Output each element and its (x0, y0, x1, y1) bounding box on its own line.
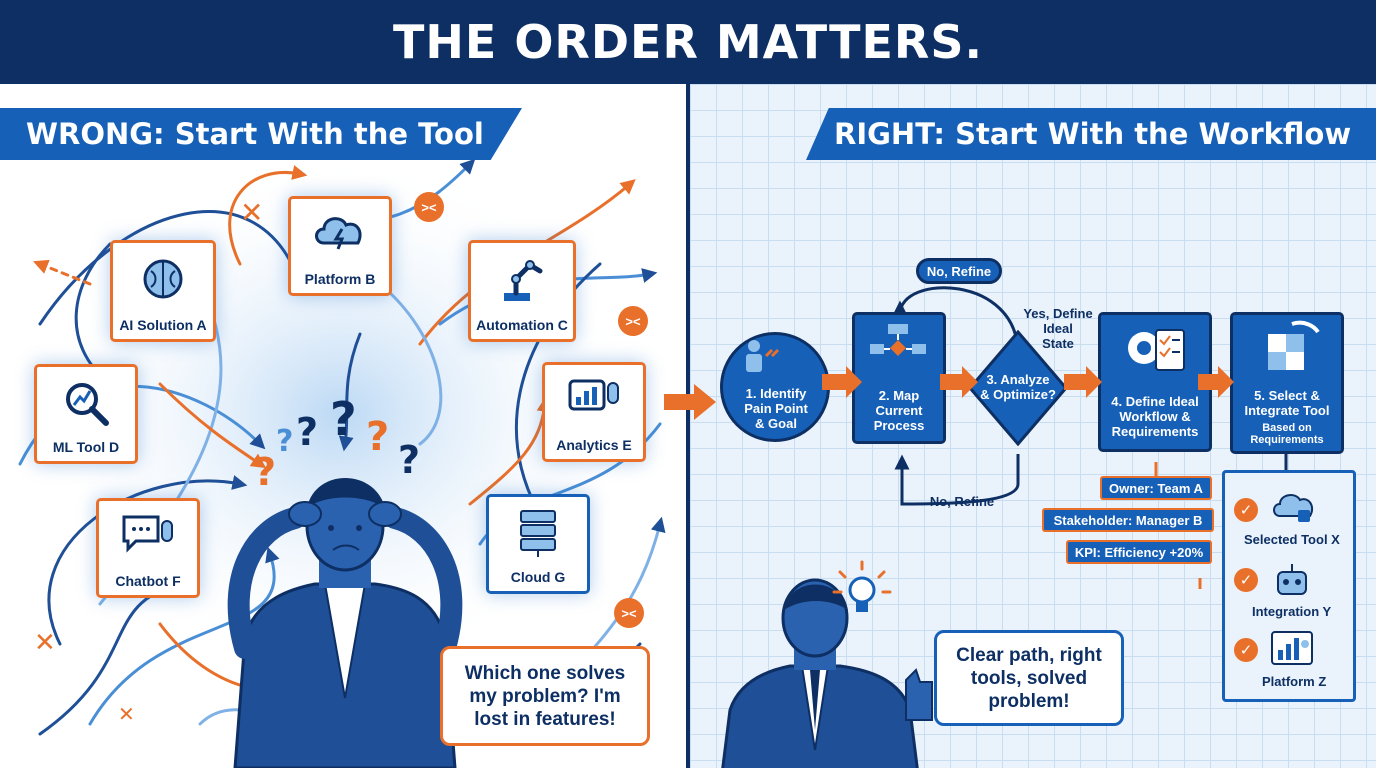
step-line: Pain Point (744, 401, 808, 416)
yes-line: Ideal (1043, 321, 1073, 336)
step-line: Current (875, 403, 923, 418)
wrong-speech-bubble: Which one solves my problem? I'm lost in… (440, 646, 650, 746)
bubble-line: Which one solves (464, 662, 626, 684)
platform-label: Platform Z (1262, 674, 1327, 689)
x-mark: ✕ (118, 702, 135, 726)
flowchart-icon (870, 324, 926, 356)
title-bar: THE ORDER MATTERS. (0, 0, 1376, 84)
cloud-database-icon (1273, 494, 1314, 522)
frown-face-icon: >< (414, 192, 444, 222)
tool-label: Analytics E (556, 437, 632, 453)
puzzle-hand-icon (1268, 320, 1320, 370)
bubble-line: Clear path, right (956, 644, 1102, 666)
transition-arrow (664, 384, 716, 420)
tool-box-platform: Platform B (288, 196, 392, 296)
step-line: 5. Select & (1254, 388, 1320, 403)
dashboard-icon (1271, 631, 1313, 665)
step-line: Workflow & (1119, 409, 1191, 424)
tag-stakeholder: Stakeholder: Manager B (1042, 508, 1214, 532)
tool-box-chatbot: Chatbot F (96, 498, 200, 598)
step-define-text: 4. Define Ideal Workflow & Requirements (1098, 394, 1212, 439)
step-subline: Based on (1262, 422, 1312, 434)
step-identify (720, 332, 830, 442)
right-banner: RIGHT: Start With the Workflow (806, 108, 1376, 160)
step-line: & Goal (755, 416, 797, 431)
step-line: 1. Identify (745, 386, 807, 401)
page-title: THE ORDER MATTERS. (393, 15, 983, 69)
wrong-banner-text: WRONG: Start With the Tool (26, 117, 484, 151)
panel-divider (686, 84, 690, 768)
wrong-banner: WRONG: Start With the Tool (0, 108, 522, 160)
step-analyze-diamond (968, 330, 1068, 446)
check-icon: ✓ (1234, 568, 1258, 592)
right-banner-text: RIGHT: Start With the Workflow (834, 117, 1352, 151)
step-line: Requirements (1111, 424, 1199, 439)
question-mark: ? (254, 450, 277, 494)
loop-text: No, Refine (926, 263, 992, 279)
lightbulb-icon (832, 560, 892, 612)
frown-face-icon: >< (614, 598, 644, 628)
person-icon (746, 340, 780, 372)
yes-label: Yes, Define Ideal State (1010, 306, 1106, 351)
question-mark: ? (330, 392, 357, 446)
confident-person (721, 578, 933, 768)
tool-label: Cloud G (510, 569, 566, 585)
step-line: & Optimize? (980, 387, 1056, 402)
question-mark: ? (366, 414, 390, 460)
brain-icon (143, 259, 183, 299)
tool-box-cloud: Cloud G (486, 494, 590, 594)
tool-label: Chatbot F (115, 573, 181, 589)
question-mark: ? (398, 438, 421, 482)
tool-box-ai-solution: AI Solution A (110, 240, 216, 342)
step-select (1230, 312, 1344, 454)
step-select-text: 5. Select & Integrate Tool Based on Requ… (1230, 388, 1344, 446)
bubble-line: lost in features! (474, 708, 616, 730)
chart-mic-icon (568, 379, 619, 411)
robot-arm-icon (504, 260, 543, 301)
bubble-line: problem! (988, 690, 1070, 712)
step-line: 4. Define Ideal (1111, 394, 1199, 409)
tag-owner: Owner: Team A (1100, 476, 1212, 500)
chat-mic-icon (122, 515, 173, 553)
right-speech-bubble: Clear path, right tools, solved problem! (934, 630, 1124, 726)
selected-tool-label: Selected Tool X (1244, 532, 1340, 547)
check-icon: ✓ (1234, 638, 1258, 662)
magnifier-chart-icon (66, 383, 109, 426)
step-subline: Requirements (1250, 434, 1324, 446)
tool-label: Automation C (476, 317, 568, 333)
gear-checklist-icon (1128, 329, 1185, 371)
yes-line: Yes, Define (1023, 306, 1093, 321)
confused-person (227, 478, 463, 768)
check-icon: ✓ (1234, 498, 1258, 522)
question-mark: ? (296, 410, 319, 454)
tool-box-analytics: Analytics E (542, 362, 646, 462)
x-mark: ✕ (34, 628, 56, 658)
server-icon (520, 510, 556, 557)
bubble-line: my problem? I'm (469, 685, 621, 707)
yes-line: State (1042, 336, 1074, 351)
x-mark: ✕ (240, 196, 264, 229)
step-map-text: 2. Map Current Process (852, 388, 946, 433)
bubble-line: tools, solved (970, 667, 1088, 689)
loop-top-label: No, Refine (916, 258, 1002, 284)
loop-bottom-label: No, Refine (929, 494, 995, 509)
step-line: 3. Analyze (986, 372, 1050, 387)
step-line: Integrate Tool (1244, 403, 1330, 418)
tool-label: AI Solution A (119, 317, 207, 333)
tool-box-automation: Automation C (468, 240, 576, 342)
tool-label: ML Tool D (52, 439, 120, 455)
tool-label: Platform B (304, 271, 376, 287)
frown-face-icon: >< (618, 306, 648, 336)
tool-box-ml-tool: ML Tool D (34, 364, 138, 464)
tag-kpi: KPI: Efficiency +20% (1066, 540, 1212, 564)
cloud-lightning-icon (315, 217, 362, 250)
step-line: 2. Map (878, 388, 920, 403)
integration-label: Integration Y (1252, 604, 1332, 619)
step-analyze-text: 3. Analyze & Optimize? (970, 372, 1066, 402)
question-mark: ? (276, 424, 294, 459)
step-line: Process (873, 418, 925, 433)
step-identify-text: 1. Identify Pain Point & Goal (730, 386, 822, 431)
robot-icon (1277, 564, 1307, 595)
